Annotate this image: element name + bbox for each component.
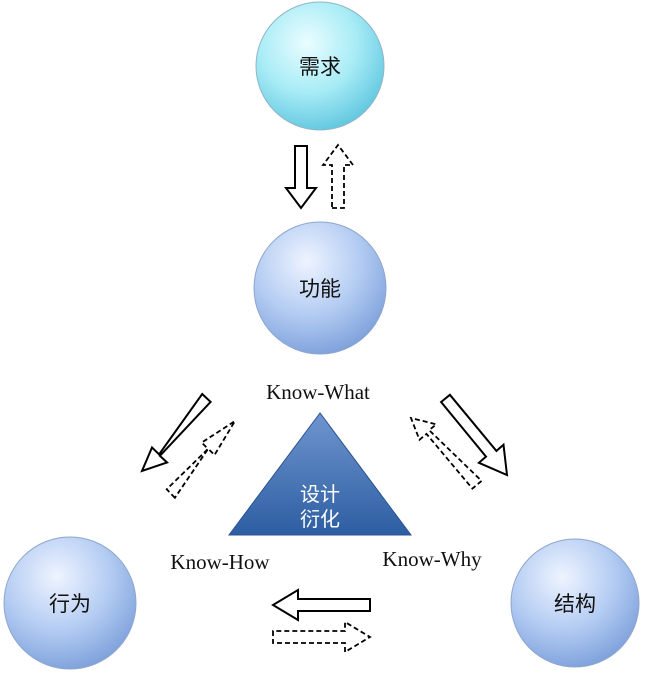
arrow-demand-to-function (284, 145, 318, 210)
center-label-line1: 设计 (300, 482, 340, 506)
center-label-line2: 衍化 (300, 507, 340, 531)
arrow-structure-to-function (409, 416, 483, 490)
node-structure: 结构 (510, 538, 640, 668)
node-demand-label: 需求 (299, 55, 341, 79)
arrow-function-to-behavior (140, 392, 213, 473)
arrow-behavior-to-structure (272, 620, 372, 654)
center-triangle: 设计 衍化 (228, 412, 412, 536)
node-structure-label: 结构 (554, 592, 596, 616)
node-demand: 需求 (255, 1, 385, 131)
arrow-structure-to-behavior (271, 588, 371, 622)
know-how-label: Know-How (170, 550, 270, 574)
node-function: 功能 (253, 221, 387, 355)
arrow-behavior-to-function (165, 420, 236, 500)
know-what-label: Know-What (266, 380, 370, 404)
arrow-function-to-structure (439, 393, 509, 477)
node-behavior-label: 行为 (49, 592, 91, 616)
node-function-label: 功能 (299, 277, 341, 301)
arrow-function-to-demand (321, 143, 355, 209)
know-why-label: Know-Why (382, 547, 482, 571)
node-behavior: 行为 (3, 536, 137, 670)
